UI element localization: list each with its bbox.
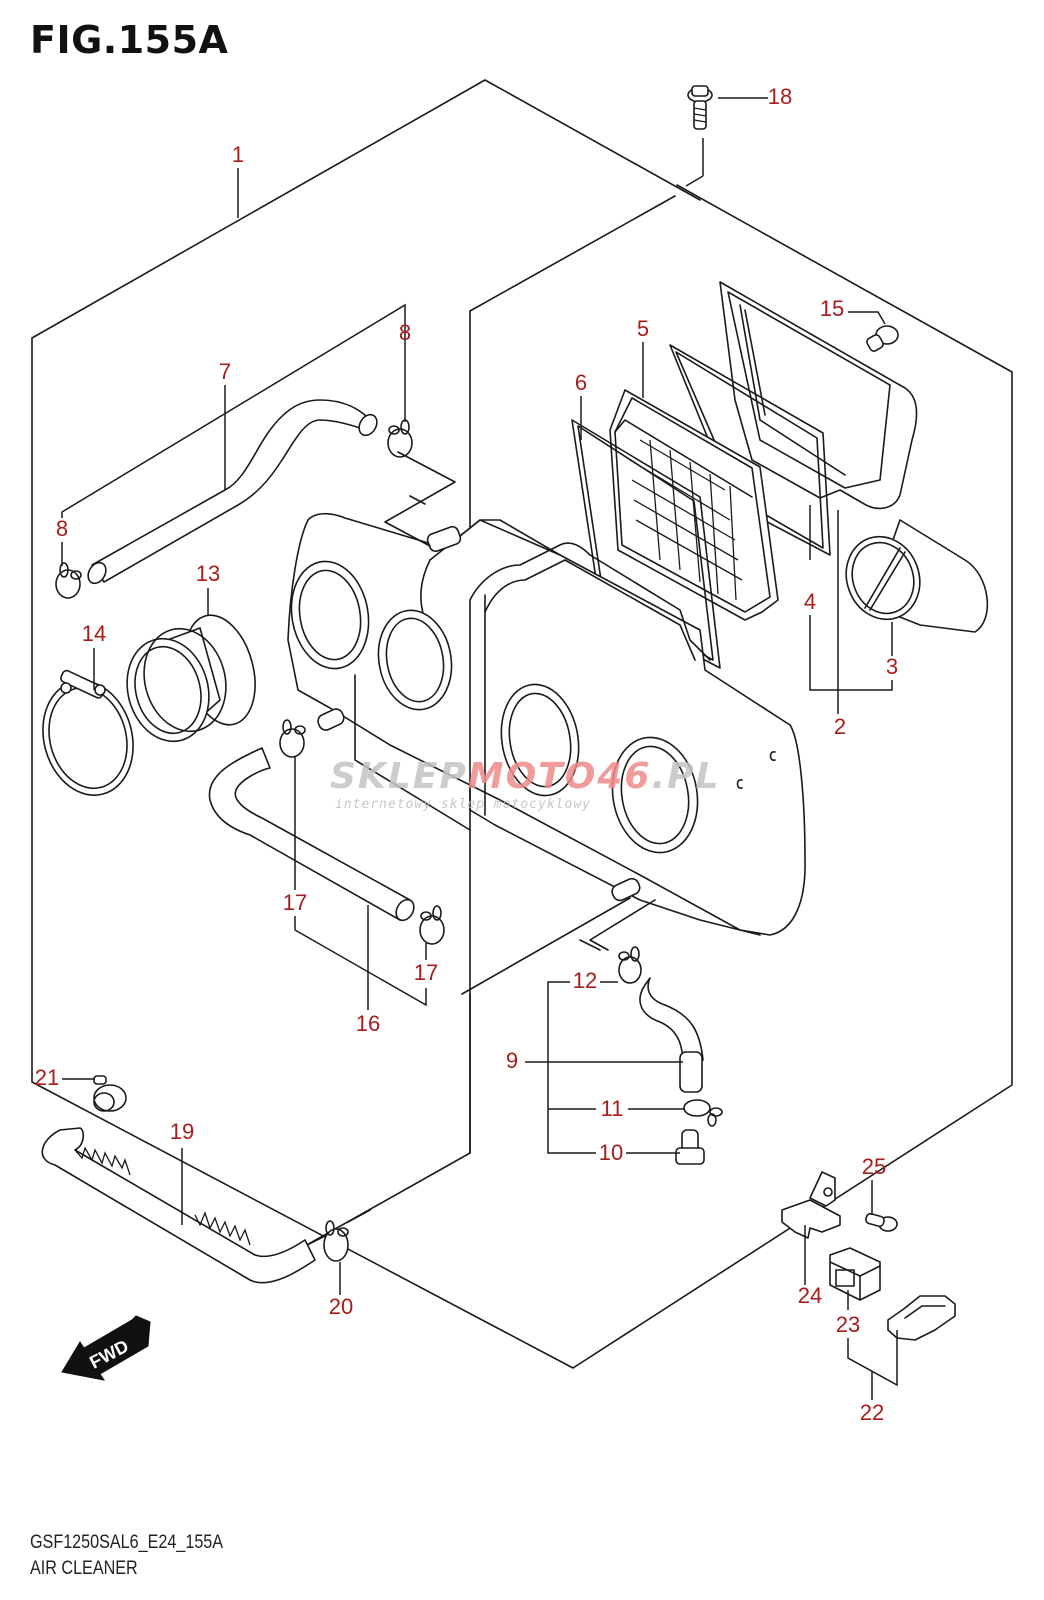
pcv-hose-clamp-21[interactable] [93,1075,127,1112]
clamp-17-lower[interactable] [419,905,445,945]
intake-clamp-14[interactable] [30,669,145,805]
callout-4[interactable]: 4 [804,589,816,614]
callout-6[interactable]: 6 [575,370,587,395]
air-cleaner-case[interactable] [283,512,806,936]
bolt-18[interactable] [685,85,713,187]
callout-21[interactable]: 21 [35,1065,59,1090]
callout-10[interactable]: 10 [599,1140,623,1165]
clamp-12[interactable] [618,946,642,984]
callout-19[interactable]: 19 [170,1119,194,1144]
callout-labels: 1 2 3 4 5 6 7 8 8 9 10 11 12 13 14 15 16… [35,84,898,1425]
callout-9[interactable]: 9 [506,1048,518,1073]
connector-cover-23[interactable] [829,1247,881,1301]
callout-12[interactable]: 12 [573,968,597,993]
assembly-name: AIR CLEANER [30,1558,138,1579]
clamp-8-lower[interactable] [55,562,82,599]
bracket-screw-25[interactable] [865,1212,898,1232]
clamp-8-upper[interactable] [387,419,413,458]
fwd-direction-badge: FWD [61,1315,151,1381]
callout-23[interactable]: 23 [836,1312,860,1337]
bypass-hose-16[interactable] [208,747,417,924]
leader-lines [61,97,898,1400]
clamp-20[interactable] [323,1220,349,1262]
watermark: SKLEPMOTO46.PL internetowy sklep motocyk… [330,756,720,812]
callout-17-upper[interactable]: 17 [283,890,307,915]
intake-pipe-13[interactable] [116,607,266,750]
callout-3[interactable]: 3 [886,654,898,679]
watermark-tagline: internetowy sklep motocyklowy [335,797,591,812]
callout-8-lower[interactable]: 8 [56,516,68,541]
callout-8-upper[interactable]: 8 [399,320,411,345]
model-code: GSF1250SAL6_E24_155A [30,1532,224,1553]
screw-15[interactable] [848,311,899,353]
callout-13[interactable]: 13 [196,561,220,586]
callout-17-lower[interactable]: 17 [414,960,438,985]
drain-plug-10[interactable] [675,1129,705,1165]
gasket-6[interactable] [571,419,721,669]
callout-14[interactable]: 14 [82,621,106,646]
clamp-11[interactable] [683,1099,723,1127]
callout-15[interactable]: 15 [820,296,844,321]
callout-16[interactable]: 16 [356,1011,380,1036]
callout-7[interactable]: 7 [219,359,231,384]
connector-22[interactable] [887,1295,956,1341]
drain-hose-9[interactable] [639,977,704,1093]
intake-funnel-3[interactable] [835,519,989,633]
assembly-guide-lines [384,451,656,951]
callout-24[interactable]: 24 [798,1283,822,1308]
callout-1[interactable]: 1 [232,142,244,167]
filter-mesh [629,439,743,601]
breather-hose-7[interactable] [85,399,381,587]
callout-18[interactable]: 18 [768,84,792,109]
callout-22[interactable]: 22 [860,1400,884,1425]
figure-title: FIG.155A [30,18,229,62]
connector-bracket-24[interactable] [781,1171,841,1239]
callout-11[interactable]: 11 [601,1096,624,1121]
clamp-17-upper[interactable] [279,719,306,758]
callout-25[interactable]: 25 [862,1154,886,1179]
pcv-hose-19[interactable] [41,1127,316,1284]
callout-2[interactable]: 2 [834,714,846,739]
callout-20[interactable]: 20 [329,1294,353,1319]
callout-5[interactable]: 5 [637,316,649,341]
watermark-brand: SKLEPMOTO46.PL [330,756,720,797]
hose-spring-wrap [74,1146,251,1246]
